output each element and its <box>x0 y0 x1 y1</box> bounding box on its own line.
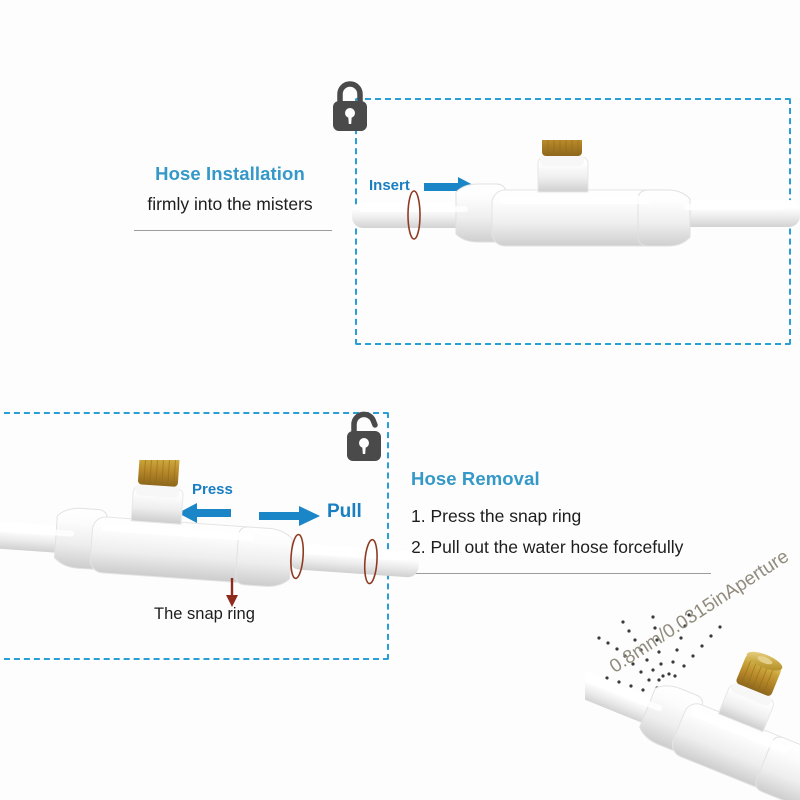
mist-spray-dots <box>597 613 722 696</box>
removal-fitting-illustration <box>0 460 419 587</box>
press-arrow-left-icon <box>178 503 231 523</box>
removal-divider <box>411 573 711 574</box>
removal-step-2: 2. Pull out the water hose forcefully <box>411 537 684 557</box>
install-text-block: Hose Installation firmly into the mister… <box>118 163 342 231</box>
press-label: Press <box>192 481 233 498</box>
snap-ring-ellipse-top <box>407 190 421 240</box>
install-divider <box>134 230 332 231</box>
removal-heading: Hose Removal <box>411 468 540 489</box>
install-heading: Hose Installation <box>155 163 305 184</box>
install-line-1: firmly into the misters <box>147 194 313 214</box>
removal-text-block: Hose Removal 1. Press the snap ring 2. P… <box>411 468 727 574</box>
padlock-open-icon <box>340 406 394 469</box>
snap-ring-ellipse-right <box>363 538 378 585</box>
nozzle-spray-illustration <box>585 613 800 800</box>
snap-ring-label: The snap ring <box>154 605 255 623</box>
snap-ring-ellipse-left <box>290 533 305 580</box>
padlock-closed-icon <box>326 78 374 139</box>
pull-label: Pull <box>327 501 362 522</box>
install-fitting-illustration <box>352 140 800 247</box>
snap-ring-arrow-down-icon <box>226 578 238 607</box>
removal-step-1: 1. Press the snap ring <box>411 506 582 526</box>
removal-panel <box>0 412 389 660</box>
insert-label: Insert <box>369 177 410 194</box>
pull-arrow-right-icon <box>259 506 320 526</box>
